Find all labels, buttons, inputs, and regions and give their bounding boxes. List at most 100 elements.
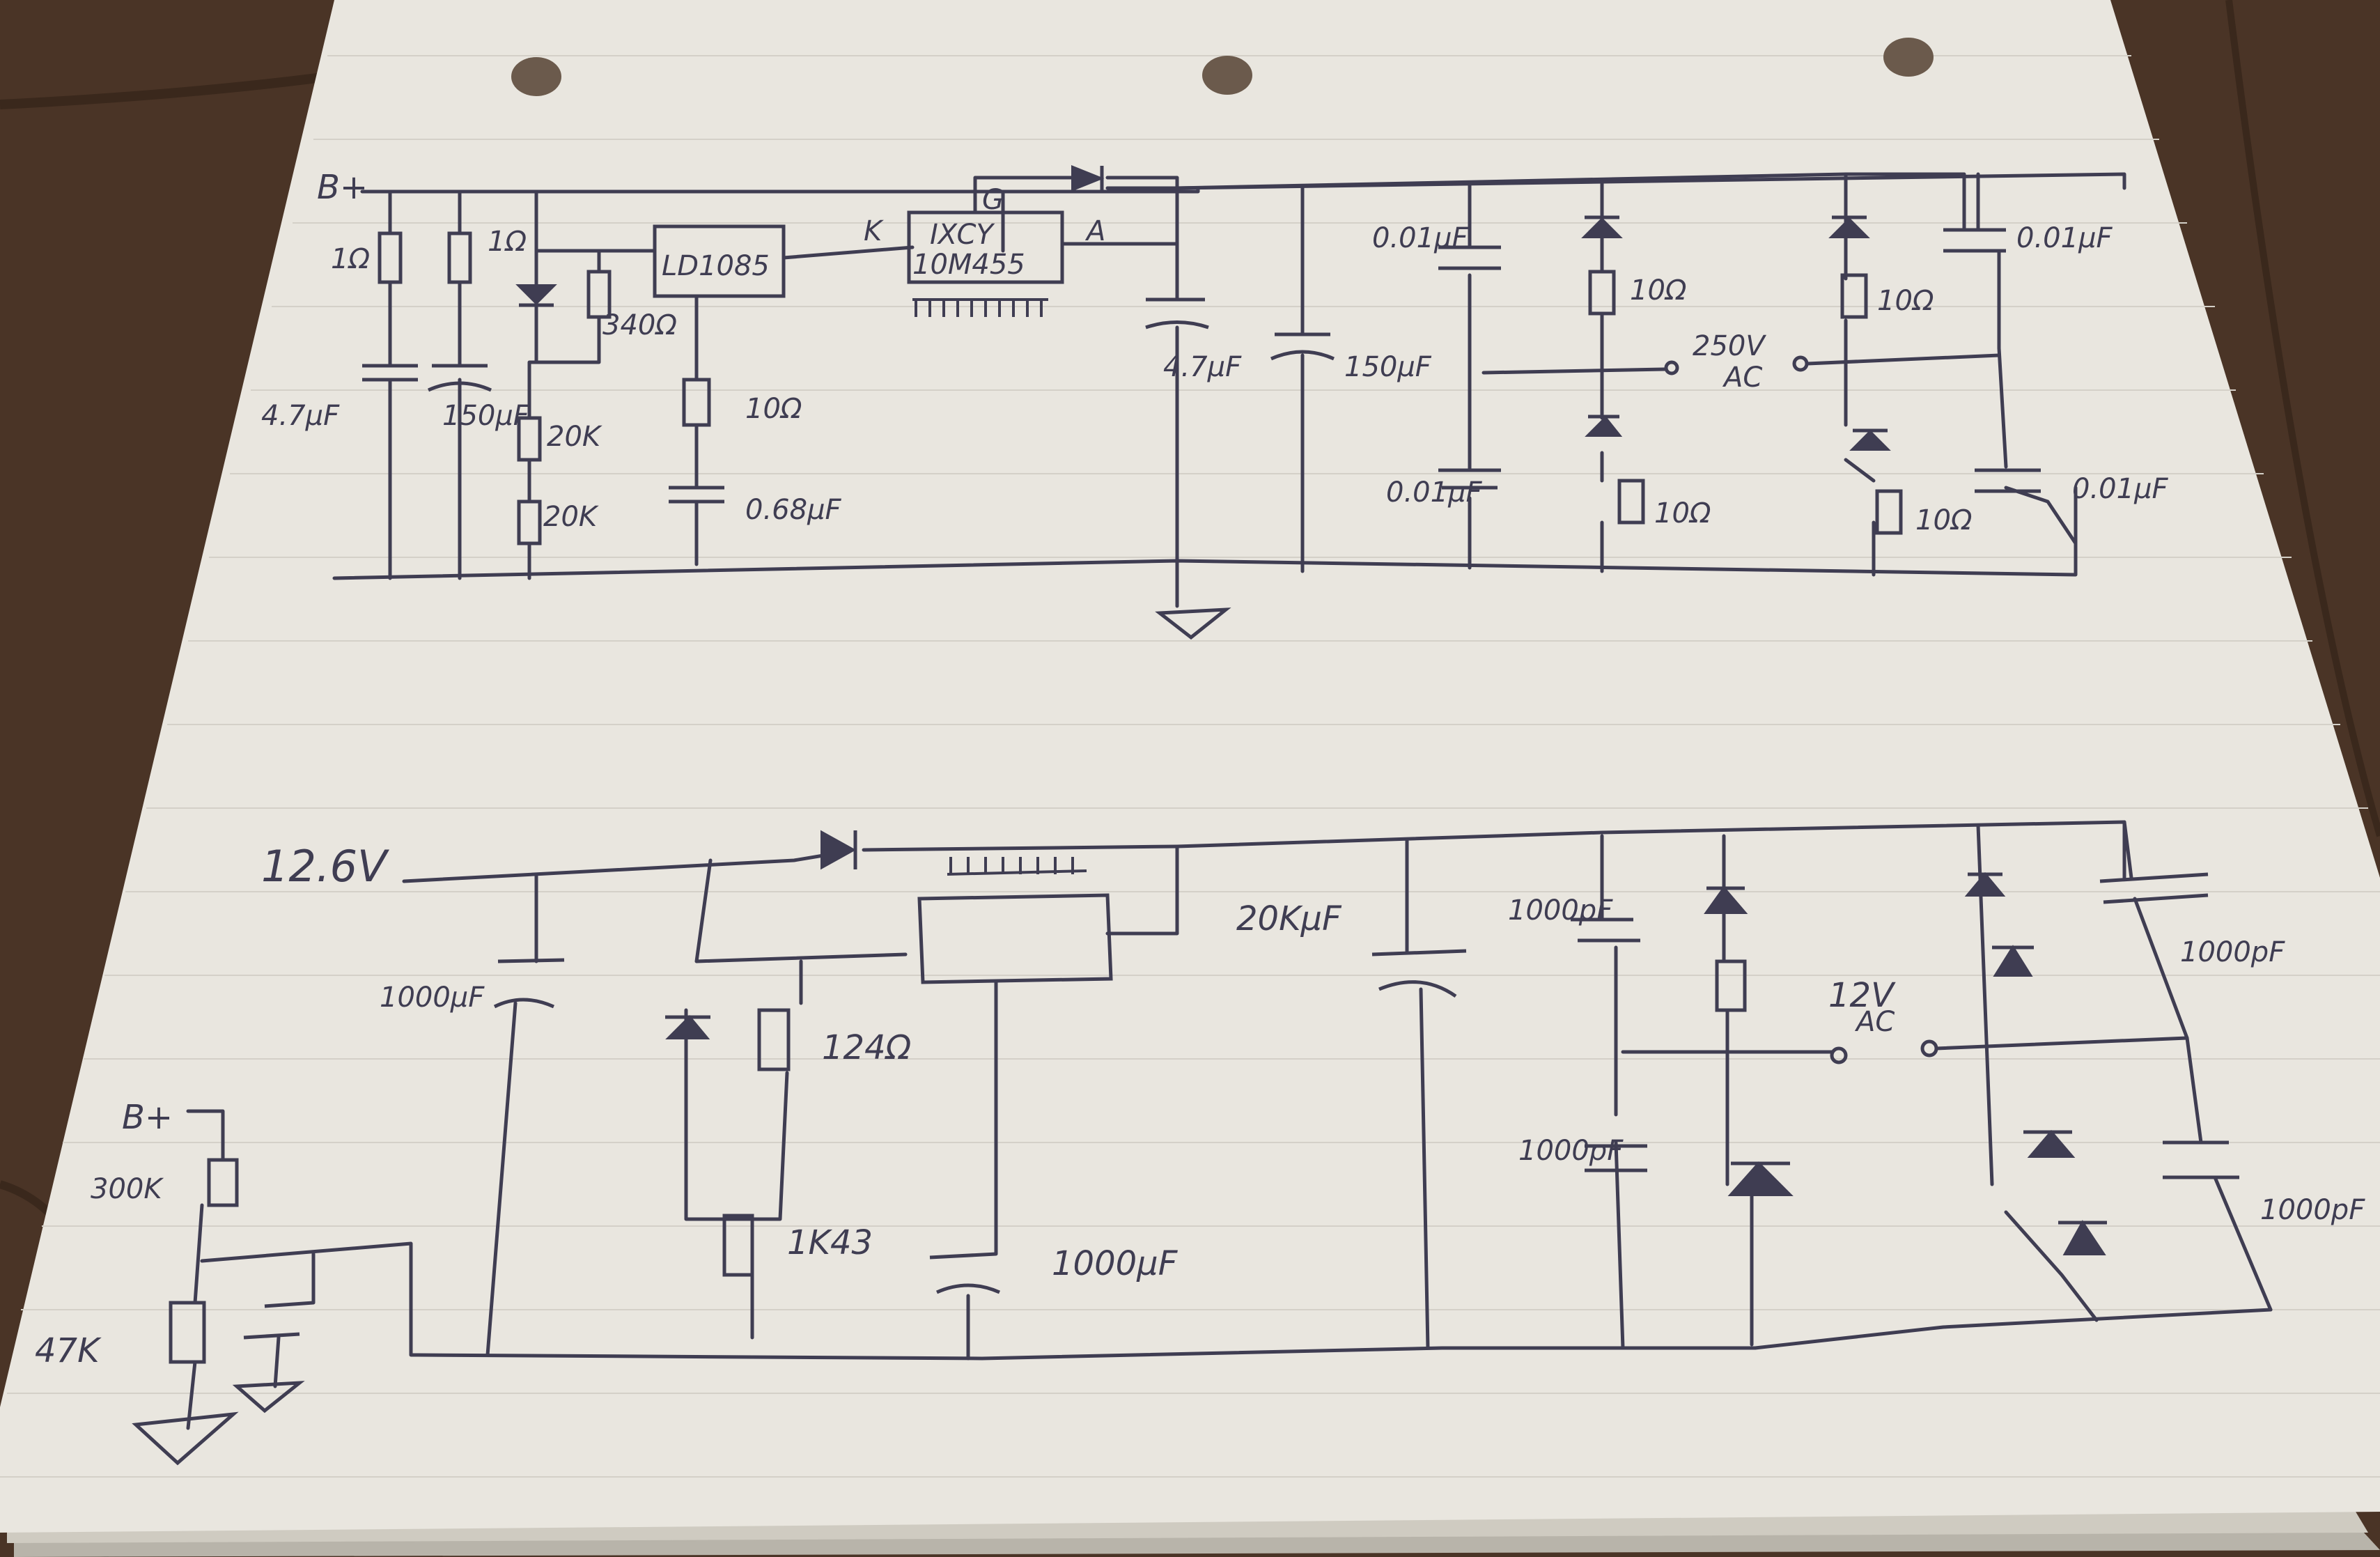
label-c-out-2: 150μF [1344, 351, 1432, 383]
cap-1000u-left-wires [485, 872, 538, 1357]
binder-hole [1202, 56, 1252, 95]
label-k: K [864, 215, 884, 247]
bottom-circuit: 12.6V 1000μF 124Ω 1K43 1000μF [35, 820, 2365, 1466]
label-c001-bl: 0.01μF [1386, 477, 1483, 509]
diode-bottom-rail [820, 830, 857, 870]
ixcy-gate-anode [973, 176, 1179, 246]
label-ld1085: LD1085 [662, 250, 770, 282]
label-c001-tl: 0.01μF [1372, 222, 1469, 254]
snubber-bottom-left [1600, 834, 1625, 1350]
label-r300k: 300K [91, 1173, 164, 1205]
label-r1: 1Ω [331, 243, 370, 275]
ac-bottom-terminal-left [1830, 1046, 1848, 1064]
k-wire [781, 245, 915, 260]
resistor-340 [586, 270, 612, 319]
cap-1000u-mid-wires [966, 980, 998, 1361]
cap-plate [2099, 872, 2209, 883]
label-bplus-top: B+ [317, 168, 368, 207]
label-c1000p-3: 1000pF [2180, 936, 2285, 968]
label-c20k: 20KμF [1236, 899, 1342, 938]
label-c1000u-mid: 1000μF [1052, 1244, 1179, 1283]
diode-reg-bottom [665, 1015, 710, 1039]
top-rail [360, 172, 2126, 253]
reg-bottom-network [684, 858, 908, 1340]
resistor-10-d [1875, 489, 1903, 535]
cap-plate [243, 1332, 300, 1340]
label-ac-top: AC [1722, 362, 1762, 394]
diode-bridge-3 [1828, 217, 1870, 238]
label-r47k: 47K [35, 1331, 102, 1370]
label-ixcy-1: IXCY [930, 219, 995, 251]
label-c1000p-2: 1000pF [1518, 1135, 1624, 1167]
label-bplus-bottom: B+ [122, 1098, 173, 1137]
resistor-bottom-a [1715, 959, 1747, 1012]
heatsink-fins-bottom [947, 857, 1087, 876]
reg-divider [527, 249, 601, 580]
diode-bottom-1 [1704, 885, 1748, 914]
cap-20k-wires [1405, 837, 1430, 1350]
resistor-47k [169, 1301, 206, 1364]
diode-bridge-2 [1585, 416, 1623, 437]
label-supply-12v: 12.6V [261, 841, 390, 892]
cap-plate-curved [1145, 320, 1209, 330]
wood-grain [2225, 0, 2380, 837]
top-circuit: 1Ω 1Ω 4.7μF 150μF B+ 340Ω 20K 20K LD1085… [261, 165, 2169, 640]
reg-bottom-out [1105, 844, 1179, 936]
top-rail-right [1175, 172, 1966, 232]
label-ac-bottom: AC [1854, 1006, 1895, 1038]
label-r10-reg: 10Ω [745, 393, 802, 425]
cap-plate-curved [493, 998, 555, 1009]
label-ac-voltage-bottom: 12V [1828, 976, 1896, 1015]
resistor-10-b [1617, 479, 1645, 525]
diode-bottom-6 [2062, 1220, 2106, 1255]
label-r10-b: 10Ω [1654, 497, 1711, 529]
cap-plate-curved [1378, 980, 1457, 998]
label-ixcy-2: 10M455 [912, 249, 1025, 281]
ground-symbol [232, 1381, 305, 1413]
label-r2: 1Ω [488, 226, 527, 258]
diode-bottom-4 [1993, 945, 2033, 977]
label-c001-br: 0.01μF [2072, 473, 2169, 505]
binder-hole [511, 57, 561, 96]
diode-bottom-2 [1727, 1161, 1794, 1196]
resistor-20k-b [517, 499, 542, 545]
bottom-ground-rail [416, 1308, 2273, 1361]
cap-plate [1371, 949, 1467, 956]
cap-plate [497, 958, 565, 963]
ground-symbol [132, 1411, 239, 1466]
label-r1k43: 1K43 [787, 1223, 873, 1262]
label-c1000p-1: 1000pF [1508, 894, 1613, 927]
ac-terminal-left [1664, 360, 1679, 375]
resistor-300k [207, 1158, 239, 1207]
regulator-bottom [917, 893, 1113, 984]
label-ac-voltage-top: 250V [1693, 330, 1766, 362]
resistor-10-c [1840, 273, 1868, 319]
resistor-10-reg [682, 378, 711, 427]
cap-plate [2103, 893, 2209, 904]
binder-hole [1883, 38, 1934, 77]
label-r124: 124Ω [822, 1028, 912, 1067]
heatsink-fins [912, 298, 1048, 317]
ixcy-current-source [907, 210, 1064, 284]
resistor-20k-a [517, 416, 542, 462]
diode-bridge-1 [1581, 217, 1623, 238]
label-r340: 340Ω [602, 309, 677, 341]
label-r10-d: 10Ω [1915, 504, 1973, 536]
bottom-rail [332, 486, 2078, 580]
resistor-1k43 [722, 1214, 754, 1277]
cap-plate [929, 1252, 997, 1260]
label-a: A [1084, 215, 1105, 247]
label-c-out-1: 4.7μF [1163, 351, 1242, 383]
diode-gate [1071, 165, 1105, 192]
ac-node-right [1805, 353, 2001, 366]
snubber-bottom-right [2122, 820, 2273, 1312]
label-g: G [982, 184, 1004, 216]
label-r20k-b: 20K [543, 501, 599, 533]
ac-node-left [1481, 367, 1667, 375]
ac-bottom-right [1934, 1036, 2189, 1051]
label-c-in-2: 150μF [442, 400, 530, 432]
label-r10-c: 10Ω [1877, 285, 1934, 317]
label-c-in-1: 4.7μF [261, 400, 340, 432]
